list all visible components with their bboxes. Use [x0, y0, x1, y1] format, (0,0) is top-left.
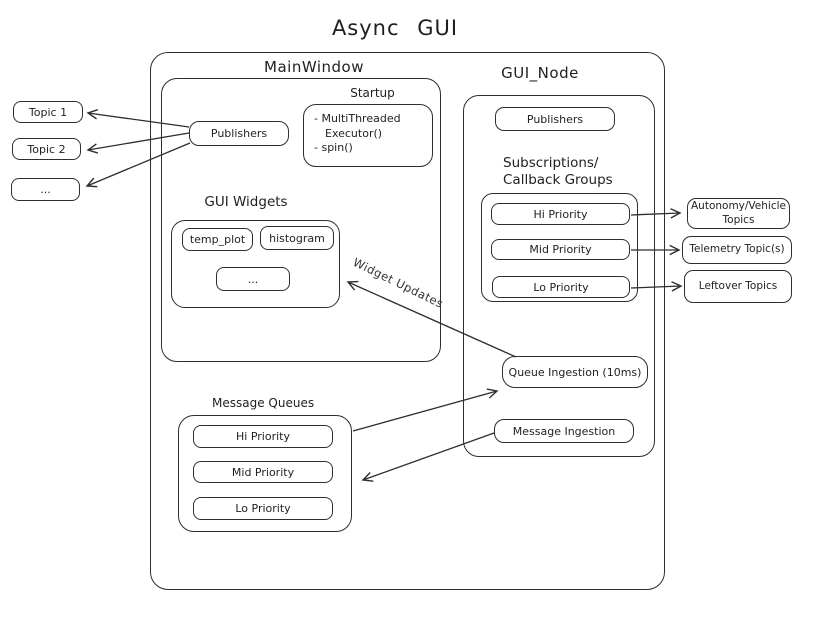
subscriptions-frame — [481, 193, 638, 302]
mainwindow-label: MainWindow — [264, 58, 364, 76]
startup-line-2: Executor() — [325, 126, 383, 140]
queue-ingestion-node: Queue Ingestion (10ms) — [502, 356, 648, 388]
guinode-frame — [463, 95, 655, 457]
mq-lo-priority-node: Lo Priority — [193, 497, 333, 520]
diagram-title: Async GUI — [331, 16, 459, 40]
message-queues-label: Message Queues — [212, 396, 315, 410]
gui-widgets-label: GUI Widgets — [204, 194, 288, 210]
guinode-label: GUI_Node — [501, 64, 579, 82]
autonomy-vehicle-topics-node: Autonomy/Vehicle Topics — [687, 198, 790, 229]
startup-line-3: - spin() — [314, 141, 353, 154]
topic-ellipsis-node: ... — [11, 178, 80, 201]
subscriptions-label-line-2: Callback Groups — [503, 172, 613, 188]
subscriptions-label-line-1: Subscriptions/ — [503, 155, 599, 171]
startup-content: - MultiThreaded Executor() - spin() — [314, 112, 401, 156]
mq-hi-priority-node: Hi Priority — [193, 425, 333, 448]
histogram-node: histogram — [260, 226, 334, 250]
mq-mid-priority-node: Mid Priority — [193, 461, 333, 483]
outer-container-frame — [150, 52, 665, 590]
sub-mid-priority-node: Mid Priority — [491, 239, 630, 260]
message-queues-frame — [178, 415, 352, 532]
temp-plot-node: temp_plot — [182, 228, 253, 251]
publishers-mainwindow-node: Publishers — [189, 121, 289, 146]
gui-widgets-frame — [171, 220, 340, 308]
leftover-topics-node: Leftover Topics — [684, 270, 792, 303]
sub-lo-priority-node: Lo Priority — [492, 276, 630, 298]
subscriptions-callback-groups-label: Subscriptions/ Callback Groups — [503, 155, 613, 189]
topic-1-node: Topic 1 — [13, 101, 83, 123]
widgets-ellipsis-node: ... — [216, 267, 290, 291]
startup-line-1: - MultiThreaded — [314, 112, 401, 125]
publishers-guinode-node: Publishers — [495, 107, 615, 131]
sub-hi-priority-node: Hi Priority — [491, 203, 630, 225]
message-ingestion-node: Message Ingestion — [494, 419, 634, 443]
mainwindow-frame — [161, 78, 441, 362]
telemetry-topics-node: Telemetry Topic(s) — [682, 236, 792, 264]
startup-label: Startup — [350, 86, 395, 100]
startup-box — [303, 104, 433, 167]
topic-2-node: Topic 2 — [12, 138, 81, 160]
